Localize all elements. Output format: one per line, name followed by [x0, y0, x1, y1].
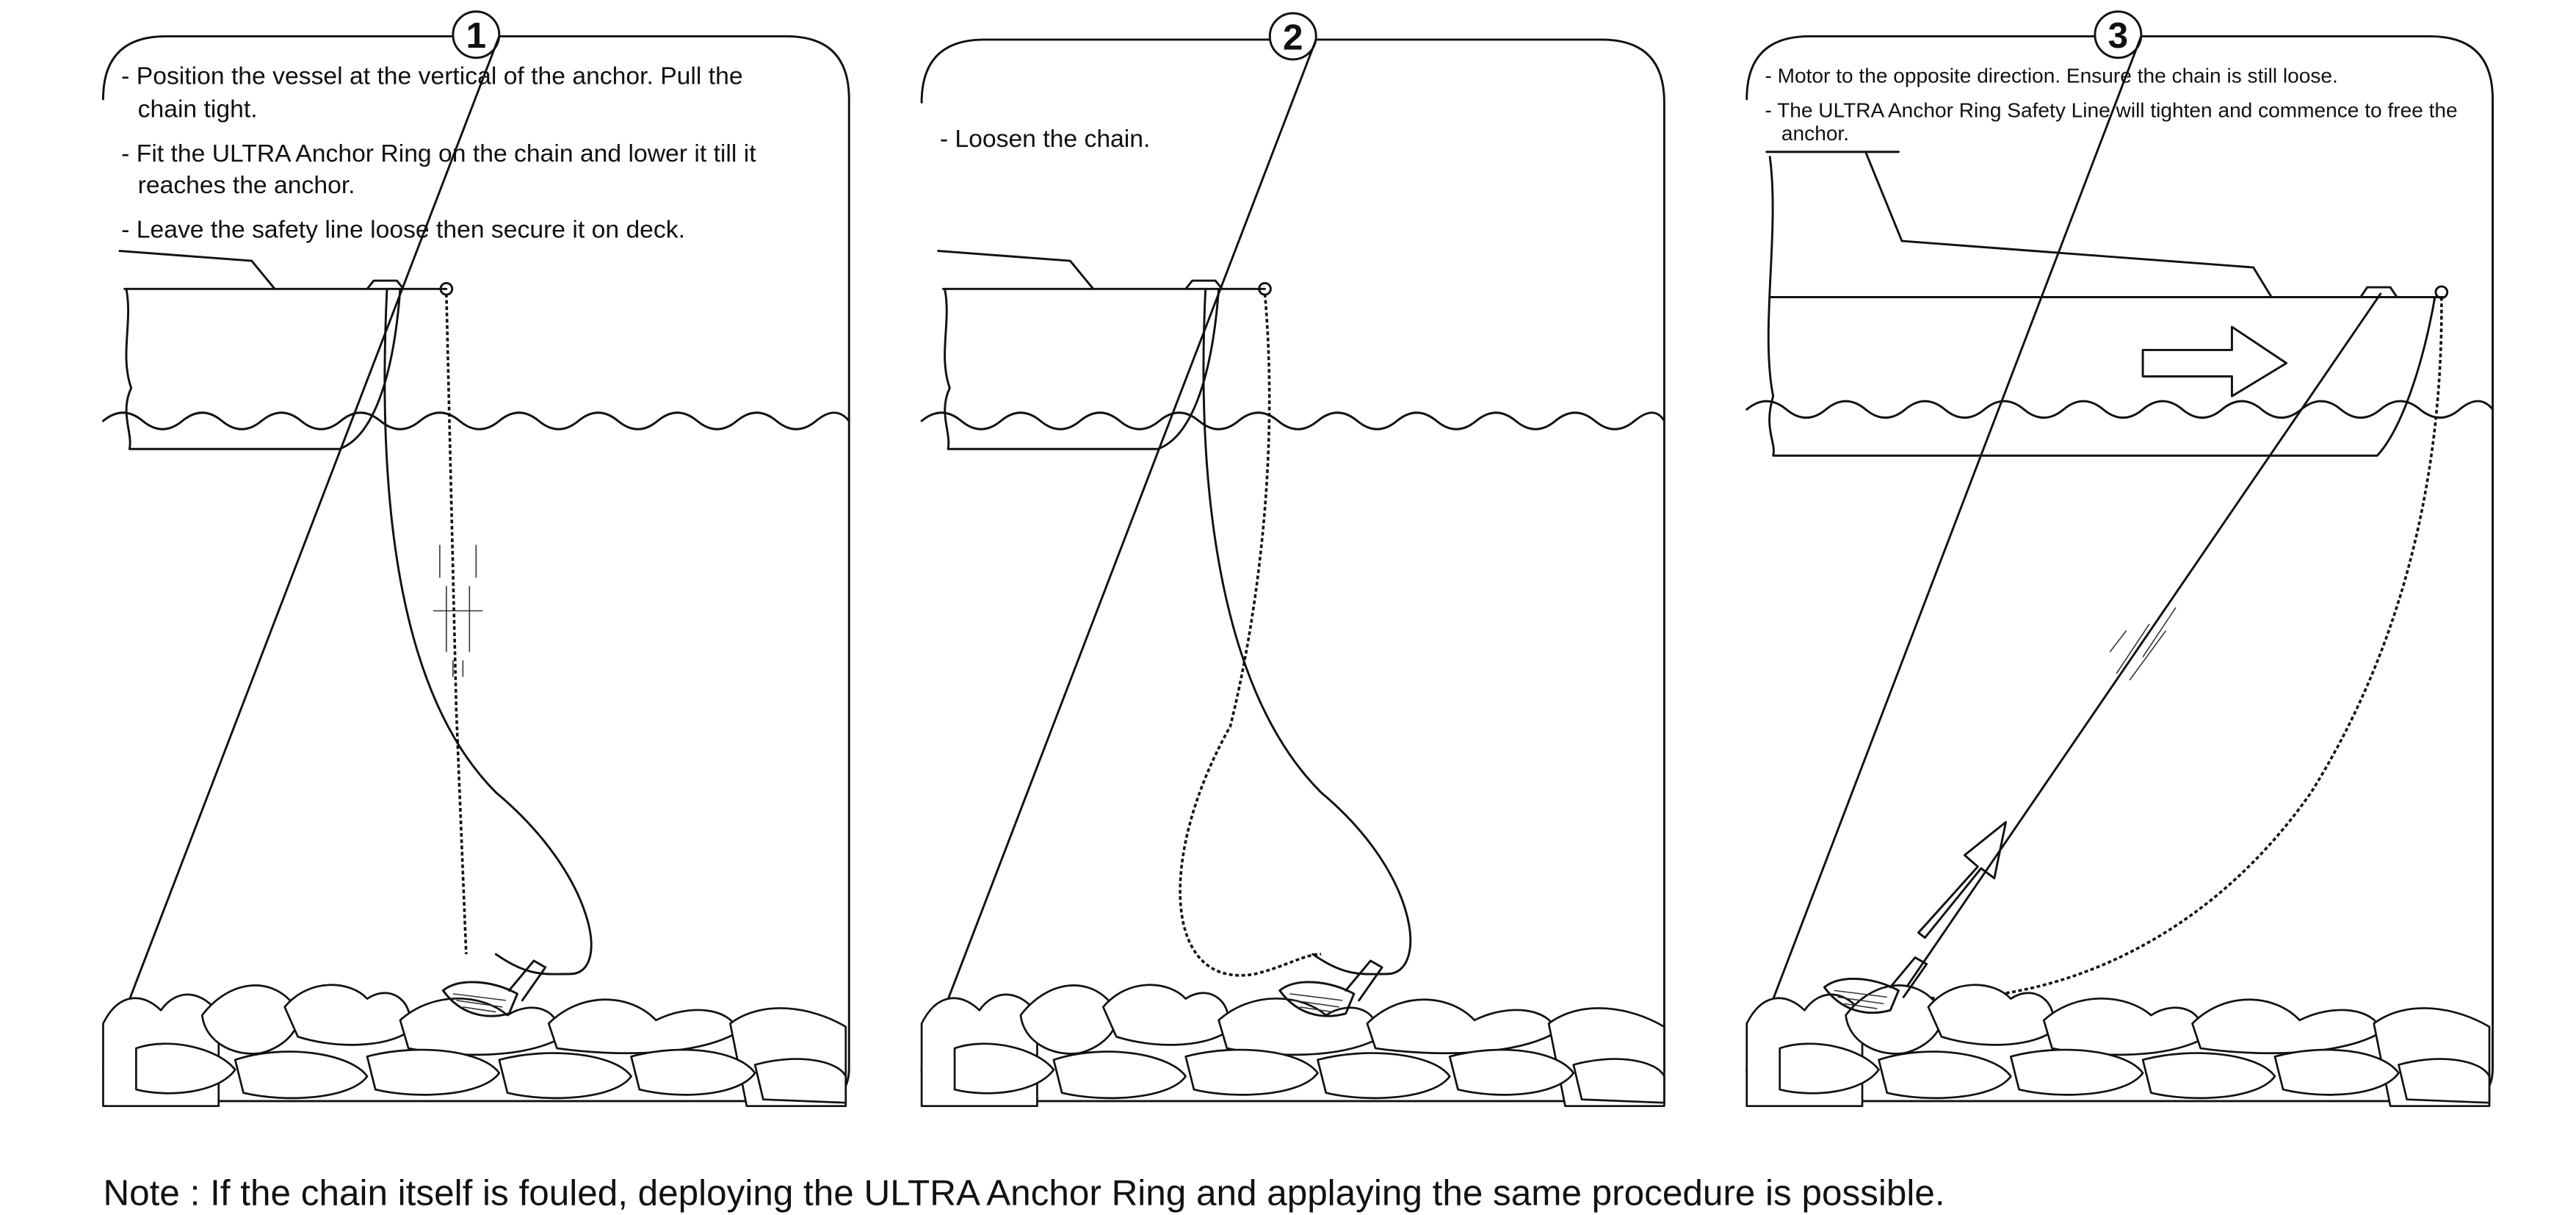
- water-surface: [101, 411, 850, 430]
- pull-direction-arrow-icon: [1917, 821, 2008, 939]
- footnote: Note : If the chain itself is fouled, de…: [103, 1173, 1944, 1214]
- boat-illustration: [118, 250, 454, 450]
- step-2-instruction-1: - Loosen the chain.: [940, 125, 1151, 153]
- water-surface: [1745, 400, 2494, 419]
- safety-line: [1202, 287, 1412, 976]
- safety-line: [383, 287, 593, 976]
- anchor-chain: [1179, 293, 1321, 977]
- step-1-instruction-1: - Position the vessel at the vertical of…: [121, 62, 750, 123]
- step-1-number-badge: 1: [452, 10, 501, 60]
- step-2-number-badge: 2: [1268, 12, 1317, 61]
- step-number: 3: [2108, 15, 2129, 56]
- safety-line: [1897, 292, 2382, 1001]
- anchor-ring-marker: [2109, 607, 2177, 681]
- step-1-instruction-2: - Fit the ULTRA Anchor Ring on the chain…: [121, 140, 763, 199]
- step-3-number-badge: 3: [2094, 10, 2143, 60]
- step-3-panel: 3 - Motor to the opposite direction. Ens…: [1745, 10, 2494, 1108]
- boat-illustration: [1765, 151, 2449, 457]
- anchor-chain: [1914, 297, 2443, 1000]
- step-1-instruction-3: - Leave the safety line loose then secur…: [121, 216, 685, 244]
- seabed-rocks: [1745, 984, 2491, 1108]
- water-surface: [920, 411, 1665, 430]
- anchor-ring-marker: [433, 544, 483, 677]
- step-3-instruction-2: - The ULTRA Anchor Ring Safety Line will…: [1765, 99, 2463, 145]
- direction-arrow-right-icon: [2141, 325, 2288, 397]
- boat-illustration: [937, 250, 1272, 450]
- step-1-panel: 1 - Position the vessel at the vertical …: [101, 10, 850, 1108]
- step-2-panel: 2 - Loosen the chain.: [920, 12, 1665, 1108]
- step-number: 1: [466, 15, 487, 56]
- anchor-chain: [445, 293, 468, 955]
- step-3-instruction-1: - Motor to the opposite direction. Ensur…: [1765, 64, 2337, 87]
- step-number: 2: [1283, 17, 1303, 57]
